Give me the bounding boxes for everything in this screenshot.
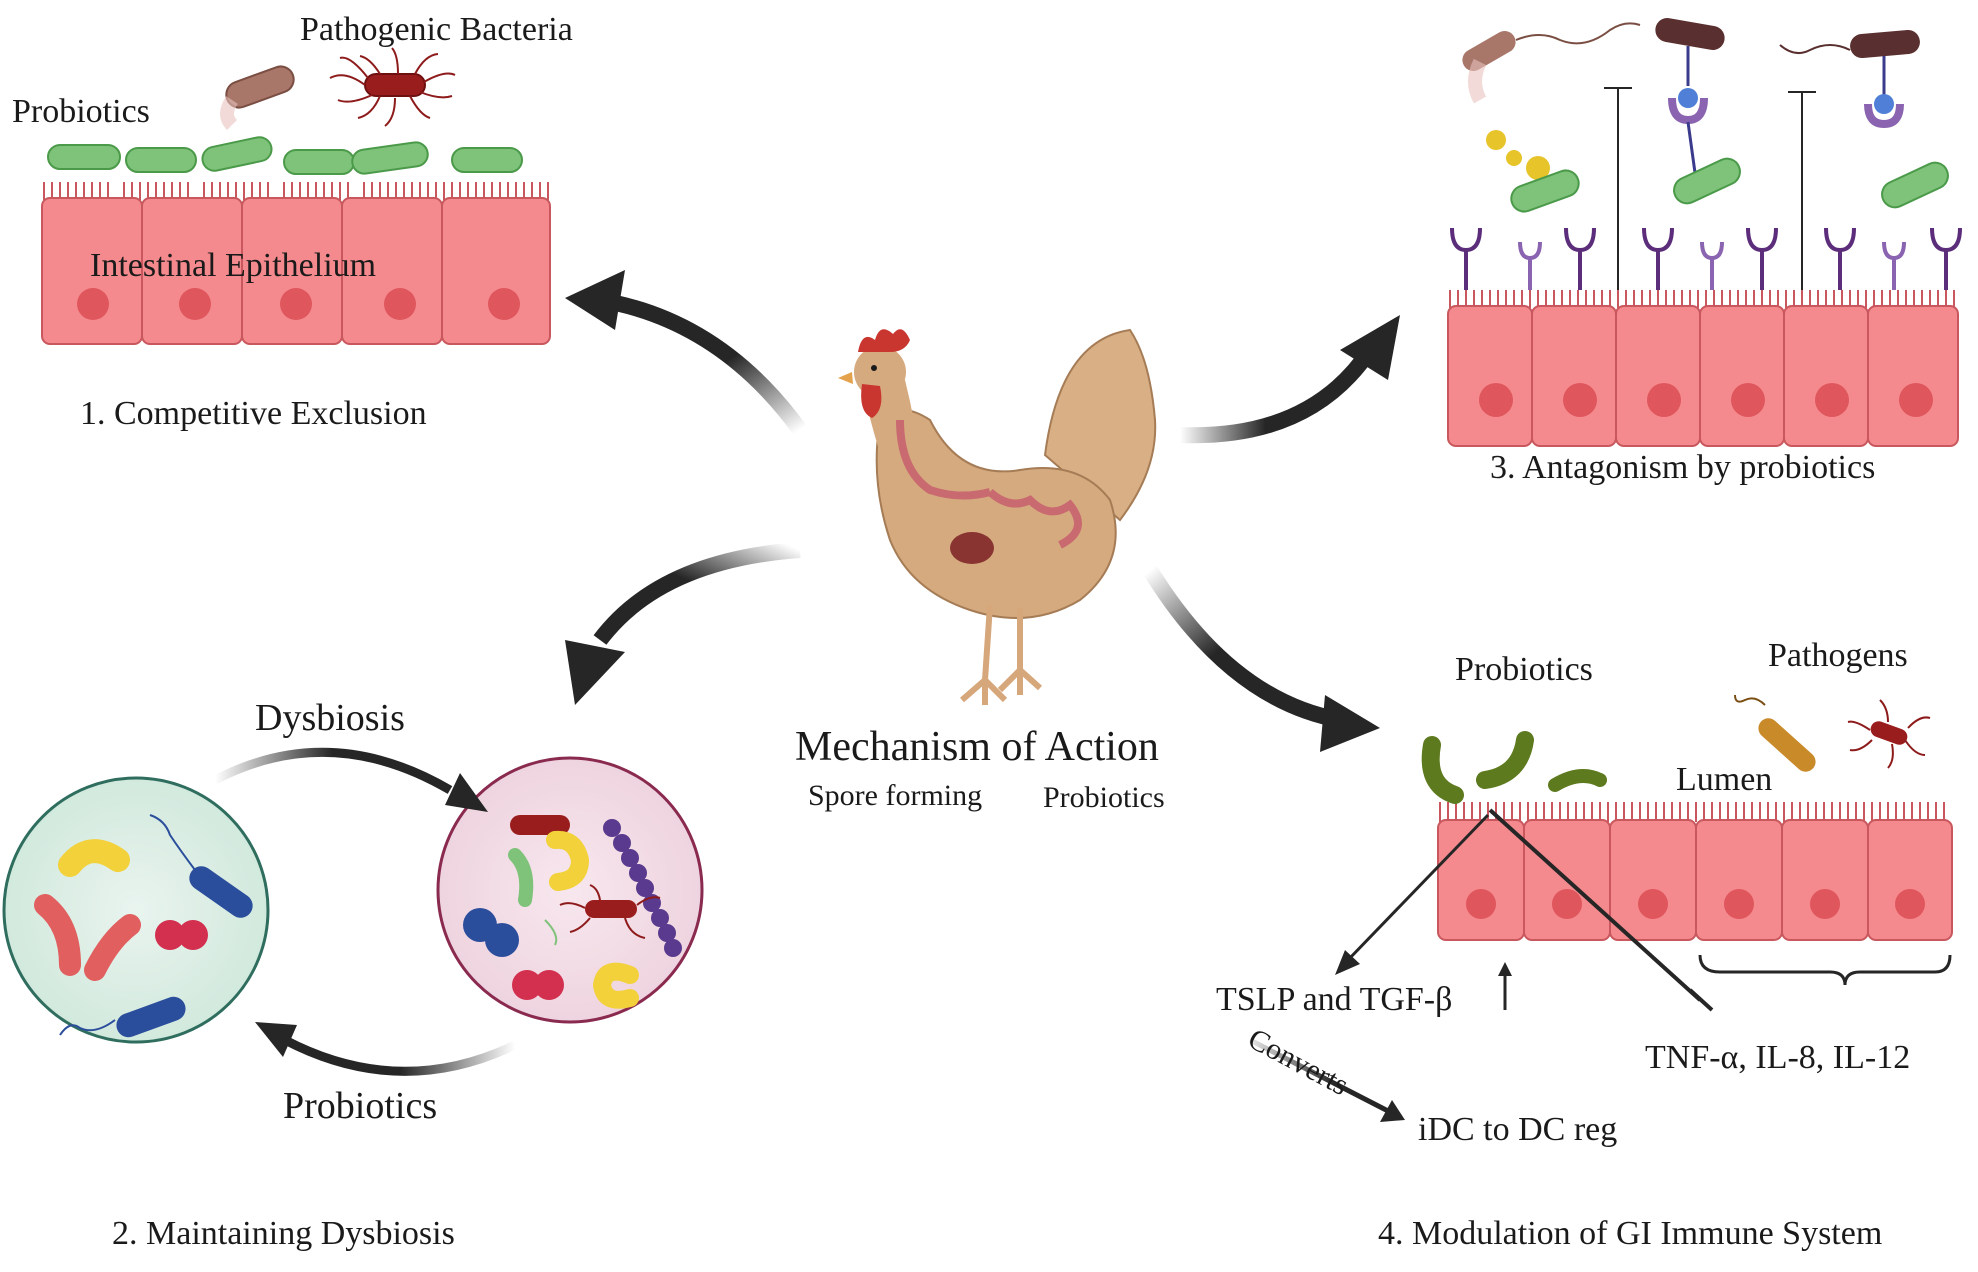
inhibition-bars <box>1604 87 1816 290</box>
caption-antagonism: 3. Antagonism by probiotics <box>1490 449 1875 486</box>
epithelial-cell <box>1699 305 1785 447</box>
nucleus <box>179 288 211 320</box>
arrow-to-panel-3 <box>1179 345 1377 444</box>
chicken-comb <box>858 329 910 352</box>
converts-arrow <box>1248 1037 1392 1115</box>
immune-probiotics <box>1421 731 1607 804</box>
center-title: Mechanism of Action <box>795 724 1159 770</box>
probiotic-bacterium <box>201 136 273 172</box>
label-tslp-tgf: TSLP and TGF-β <box>1216 981 1452 1018</box>
arrow-to-panel-2 <box>593 542 801 645</box>
chicken-beak <box>838 372 853 384</box>
chicken-gut <box>896 419 1082 549</box>
probiotics-return-arrowhead <box>255 1022 297 1057</box>
panel-antagonism: 3. Antagonism by probiotics <box>1447 18 1962 486</box>
immune-pathogens <box>1734 694 1931 772</box>
epithelial-cell <box>1781 819 1869 941</box>
chicken-leg-left <box>960 604 1008 705</box>
arrowhead-panel-2 <box>565 640 625 705</box>
epithelial-cell <box>441 197 551 345</box>
chicken-leg-right <box>997 608 1043 695</box>
chicken-illustration <box>838 328 1157 705</box>
label-pathogenic-bacteria: Pathogenic Bacteria <box>300 11 573 48</box>
label-tnf-il: TNF-α, IL-8, IL-12 <box>1645 1039 1910 1076</box>
epithelial-cell <box>1609 819 1697 941</box>
epithelium-layer-4 <box>1437 802 1953 941</box>
chicken-body <box>875 409 1117 619</box>
epithelial-cell <box>1437 819 1525 941</box>
nucleus <box>77 288 109 320</box>
label-converts: Converts <box>1243 1022 1354 1102</box>
arrow-to-panel-1 <box>598 292 807 435</box>
panel-competitive-exclusion: Pathogenic Bacteria Probiotics Intestina… <box>12 11 573 432</box>
chicken-wattle <box>861 384 882 418</box>
caption-competitive-exclusion: 1. Competitive Exclusion <box>80 395 427 432</box>
arrowhead-up <box>1498 962 1512 976</box>
dysbiosis-arrow <box>212 747 453 794</box>
label-dysbiosis: Dysbiosis <box>255 697 405 739</box>
probiotic-bacterium <box>47 144 121 170</box>
label-probiotics-2: Probiotics <box>283 1085 437 1127</box>
panel-maintaining-dysbiosis: Dysbiosis Probiotics 2. Maintaining Dysb… <box>2 697 704 1252</box>
arrowhead-tslp <box>1335 950 1360 975</box>
chicken-gizzard <box>950 532 994 564</box>
epithelial-cell <box>1783 305 1869 447</box>
microvilli <box>43 182 549 200</box>
label-intestinal-epithelium: Intestinal Epithelium <box>90 247 376 284</box>
epithelial-cell <box>1447 305 1533 447</box>
label-lumen: Lumen <box>1676 761 1772 798</box>
probiotics-return-arrow <box>282 1036 517 1076</box>
converts-arrowhead <box>1380 1100 1405 1122</box>
probiotic-bacterium <box>351 141 429 175</box>
dysbiotic-microbes <box>463 815 682 1009</box>
antagonism-bacteria <box>1462 18 1949 213</box>
nucleus <box>384 288 416 320</box>
epithelial-cell <box>1867 819 1953 941</box>
label-idc-to-dc-reg: iDC to DC reg <box>1418 1111 1617 1148</box>
receptors <box>1450 227 1962 290</box>
nucleus <box>488 288 520 320</box>
label-probiotics-1: Probiotics <box>12 93 150 130</box>
immune-signalling-arrows <box>1346 808 1952 1012</box>
healthy-microbes <box>34 814 253 1038</box>
arrowhead-panel-4 <box>1320 695 1380 752</box>
epithelial-cell <box>1695 819 1783 941</box>
probiotic-bacteria-row <box>47 136 523 175</box>
arrowhead-panel-1 <box>565 270 625 330</box>
chicken-eye <box>871 365 877 371</box>
pathogenic-bacteria-illustration <box>220 47 456 130</box>
arrow-to-panel-4 <box>1143 565 1342 728</box>
arrowhead-panel-3 <box>1340 315 1400 380</box>
center-subtitle-b: Probiotics <box>1043 781 1165 814</box>
probiotic-bacterium <box>125 147 197 173</box>
epithelial-cell <box>1531 305 1617 447</box>
label-pathogens: Pathogens <box>1768 637 1908 674</box>
epithelial-cell <box>1867 305 1959 447</box>
central-arrows <box>565 270 1400 752</box>
epithelium-layer-1 <box>41 182 551 345</box>
probiotic-bacterium <box>283 149 355 175</box>
caption-maintaining-dysbiosis: 2. Maintaining Dysbiosis <box>112 1215 455 1252</box>
label-probiotics-4: Probiotics <box>1455 651 1593 688</box>
epithelium-layer-3 <box>1447 290 1959 447</box>
caption-immune-modulation: 4. Modulation of GI Immune System <box>1378 1215 1882 1252</box>
dysbiosis-arrowhead <box>445 773 488 812</box>
center-subtitle-a: Spore forming <box>808 779 982 812</box>
epithelial-cell <box>1615 305 1701 447</box>
probiotic-bacterium <box>451 147 523 173</box>
nucleus <box>280 288 312 320</box>
